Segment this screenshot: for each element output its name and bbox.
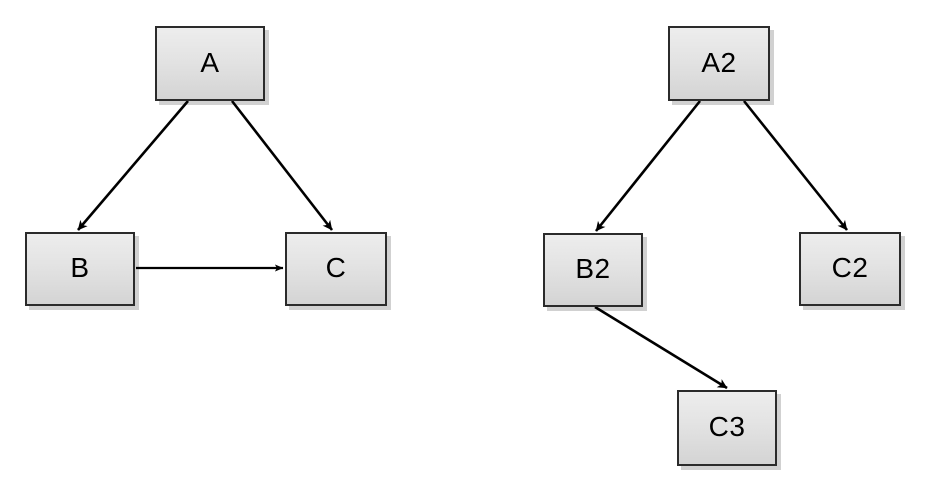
node-label: C [325, 252, 347, 283]
node-label: C2 [831, 252, 869, 283]
node-label: C3 [708, 411, 746, 442]
node-label: A [200, 46, 220, 78]
node-c2[interactable]: C2 [799, 232, 901, 306]
edge-a2-b2 [594, 100, 702, 232]
edge-b2-c3 [594, 305, 728, 390]
edge-a-c [230, 100, 334, 231]
node-b[interactable]: B [25, 232, 135, 306]
node-label: B2 [575, 253, 611, 284]
node-a2[interactable]: A2 [668, 26, 770, 101]
node-label: A2 [701, 46, 737, 78]
node-b2[interactable]: B2 [543, 233, 643, 307]
node-c3[interactable]: C3 [677, 390, 777, 466]
edge-a2-c2 [742, 100, 849, 231]
node-a[interactable]: A [155, 26, 265, 101]
node-label: B [70, 252, 90, 283]
edge-a-b [77, 100, 189, 231]
node-c[interactable]: C [285, 232, 387, 306]
